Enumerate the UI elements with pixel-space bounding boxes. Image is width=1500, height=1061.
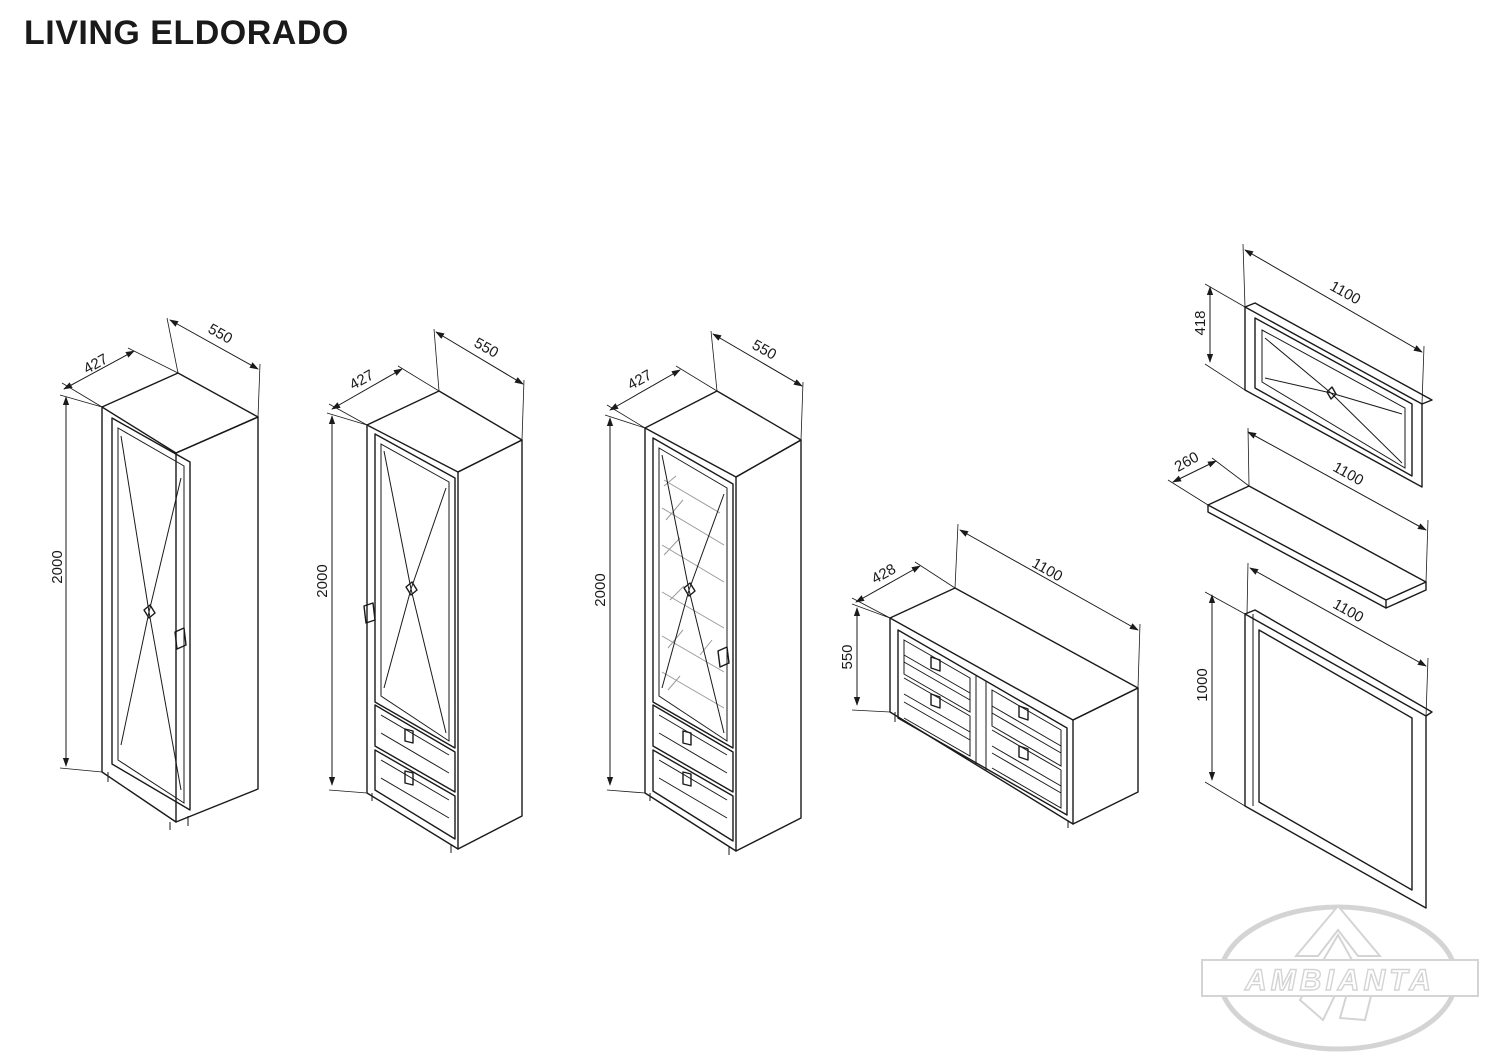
- cabinet-1-dimensions: 427 550 2000: [49, 317, 261, 773]
- cabinet-1: [101, 372, 259, 830]
- vitrine-depth-label: 427: [625, 367, 655, 394]
- commode-width-label: 1100: [1029, 555, 1065, 586]
- cabinet-1-depth-label: 427: [81, 351, 111, 378]
- vitrine-dimensions: 427 550 2000: [592, 330, 804, 794]
- cabinet-2: [363, 390, 523, 853]
- shelf-width-label: 1100: [1330, 459, 1366, 490]
- mirror-width-label: 1100: [1330, 596, 1366, 627]
- wall-panel-height-label: 418: [1192, 310, 1209, 335]
- shelf-dimensions: 1100 260: [1167, 427, 1429, 583]
- commode-depth-label: 428: [869, 561, 899, 588]
- page-title: LIVING ELDORADO: [24, 14, 349, 52]
- mirror-height-label: 1000: [1194, 668, 1211, 701]
- vitrine-height-label: 2000: [592, 573, 609, 606]
- wall-panel-dimensions: 1100 418: [1192, 243, 1425, 405]
- cabinet-2-dimensions: 427 550 2000: [314, 328, 525, 794]
- cabinet-2-height-label: 2000: [314, 564, 331, 597]
- cabinet-1-width-label: 550: [205, 321, 235, 348]
- vitrine-width-label: 550: [749, 337, 779, 364]
- mirror-dimensions: 1100 1000: [1194, 562, 1429, 807]
- logo-text: AMBIANTA: [1244, 964, 1435, 997]
- wall-panel-width-label: 1100: [1327, 278, 1363, 309]
- cabinet-2-width-label: 550: [471, 335, 501, 362]
- vitrine: [644, 390, 802, 855]
- shelf: [1207, 485, 1427, 609]
- shelf-depth-label: 260: [1172, 449, 1202, 476]
- cabinet-1-height-label: 2000: [49, 550, 66, 583]
- cabinet-2-depth-label: 427: [347, 367, 377, 394]
- commode: [889, 587, 1139, 828]
- mirror: [1244, 609, 1433, 909]
- ambianta-logo: AMBIANTA: [1201, 904, 1479, 1052]
- commode-height-label: 550: [839, 644, 856, 669]
